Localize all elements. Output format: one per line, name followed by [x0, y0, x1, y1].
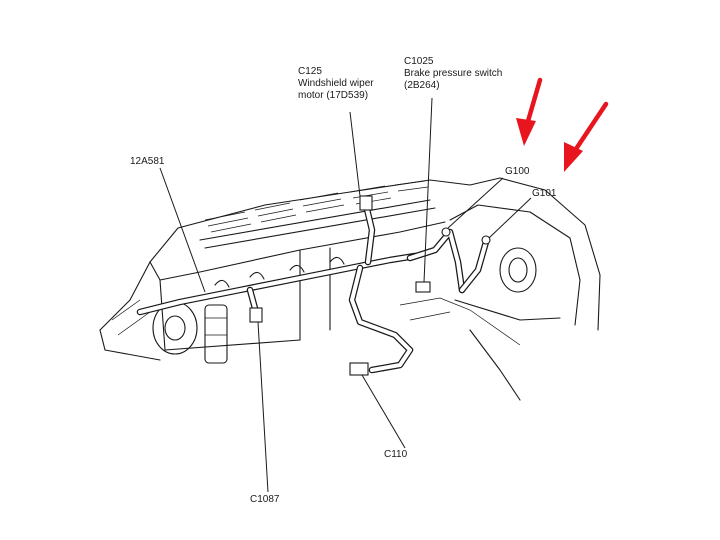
label-c125: C125 Windshield wiper motor (17D539): [298, 66, 374, 102]
label-c1025: C1025 Brake pressure switch (2B264): [404, 56, 502, 92]
label-c1025-line2: (2B264): [404, 80, 440, 91]
label-c125-line2: motor (17D539): [298, 90, 369, 101]
label-harness: 12A581: [130, 156, 165, 167]
connector-c110: [349, 362, 369, 376]
label-c125-line1: Windshield wiper: [298, 78, 374, 89]
label-c1087: C1087: [250, 494, 280, 505]
strut-tower: [399, 177, 601, 401]
connector-c125: [359, 195, 373, 211]
leader-lines: [159, 97, 532, 493]
ground-g101: [481, 235, 491, 245]
connector-c1087: [249, 307, 263, 323]
arrow-g100: [516, 77, 543, 146]
label-c125-code: C125: [298, 66, 322, 77]
label-g100: G100: [505, 166, 530, 177]
red-arrows: [516, 77, 609, 172]
cowl-structure: [99, 179, 471, 361]
connector-c1025: [415, 281, 431, 293]
arrow-g101: [564, 101, 609, 172]
label-g101: G101: [532, 188, 557, 199]
label-c1025-line1: Brake pressure switch: [404, 68, 503, 79]
cowl-vent-grille: [199, 180, 436, 249]
ground-g100: [441, 227, 451, 237]
label-c1025-code: C1025: [404, 56, 434, 67]
label-c110: C110: [384, 449, 408, 460]
